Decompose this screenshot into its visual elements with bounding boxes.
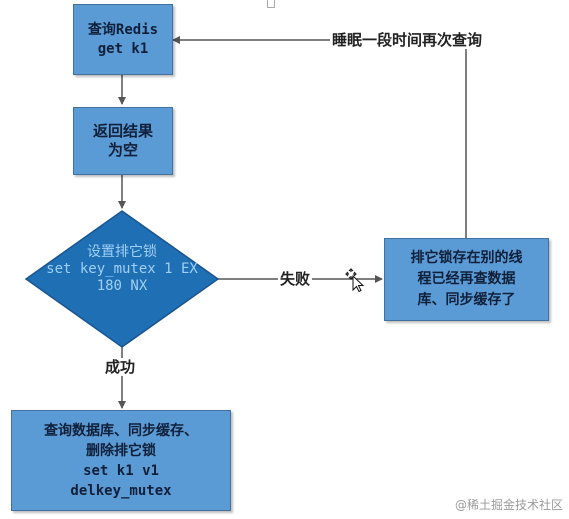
decision-text: 设置排它锁 set key_mutex 1 EX 180 NX xyxy=(20,244,224,295)
node-query-db-line2: 删除排它锁 xyxy=(86,442,156,459)
node-query-db-line3: set k1 v1 xyxy=(83,462,159,479)
edge-label-fail: 失败 xyxy=(278,270,313,288)
decision-line3: 180 NX xyxy=(96,278,148,294)
move-cursor-icon xyxy=(345,268,365,292)
decision-line1: 设置排它锁 xyxy=(87,244,157,260)
node-query-redis: 查询Redis get k1 xyxy=(73,4,173,75)
watermark: @稀土掘金技术社区 xyxy=(454,498,563,512)
decision-diamond xyxy=(24,210,220,348)
node-query-db: 查询数据库、同步缓存、 删除排它锁 set k1 v1 delkey_mutex xyxy=(11,410,231,511)
edge-sleep-retry xyxy=(172,36,467,238)
node-result-empty: 返回结果 为空 xyxy=(73,107,173,175)
node-result-empty-line1: 返回结果 xyxy=(92,122,153,140)
node-query-db-line1: 查询数据库、同步缓存、 xyxy=(44,422,198,439)
decision-line2: set key_mutex 1 EX xyxy=(46,261,198,277)
node-other-thread-line2: 程已经再查数据 xyxy=(417,271,516,287)
edge-label-sleep-retry: 睡眠一段时间再次查询 xyxy=(330,31,485,49)
node-query-redis-line2: get k1 xyxy=(97,40,149,57)
edge-label-success: 成功 xyxy=(103,358,138,376)
node-result-empty-line2: 为空 xyxy=(107,141,138,159)
node-other-thread: 排它锁存在别的线 程已经再查数据 库、同步缓存了 xyxy=(384,238,549,321)
node-other-thread-line1: 排它锁存在别的线 xyxy=(410,250,523,266)
node-query-redis-line1: 查询Redis xyxy=(87,21,159,38)
node-query-db-line4: delkey_mutex xyxy=(70,482,172,499)
small-tick-mark xyxy=(267,0,275,8)
node-other-thread-line3: 库、同步缓存了 xyxy=(417,292,516,308)
